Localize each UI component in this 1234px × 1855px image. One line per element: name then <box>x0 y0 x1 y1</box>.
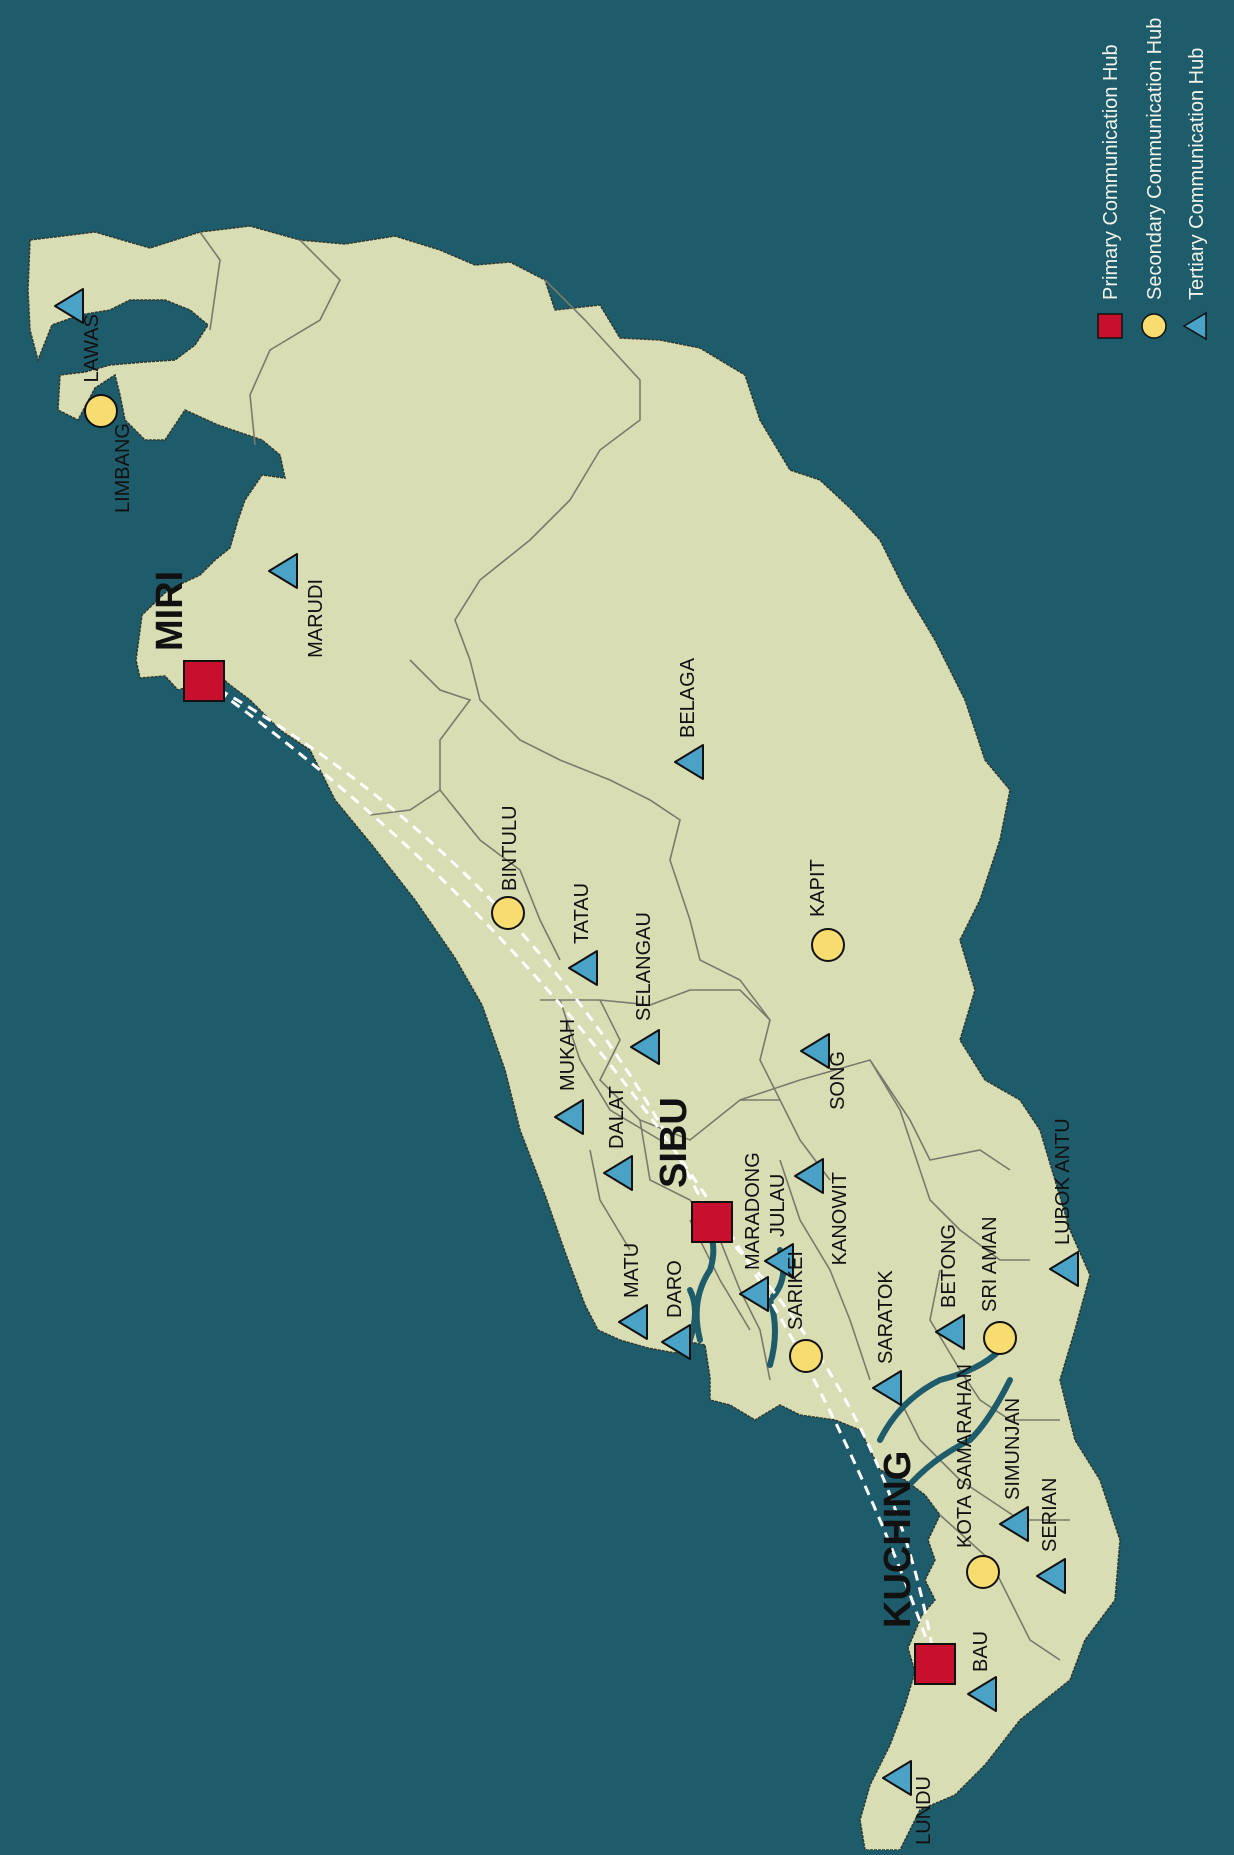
label-simunjan: SIMUNJAN <box>1002 1398 1024 1500</box>
tertiary-hub-lubok-antu <box>1049 1251 1079 1287</box>
tertiary-hub-bau <box>967 1676 997 1712</box>
label-sri-aman: SRI AMAN <box>979 1216 1001 1312</box>
tertiary-hub-serian <box>1036 1558 1066 1594</box>
link-miri-kuching <box>203 679 937 1665</box>
primary-hub-kuching <box>914 1643 956 1685</box>
label-lubok-antu: LUBOK ANTU <box>1052 1118 1074 1245</box>
label-serian: SERIAN <box>1039 1478 1061 1552</box>
label-kuching: KUCHING <box>877 1451 919 1628</box>
label-song: SONG <box>827 1051 849 1110</box>
sarawak-landmass <box>27 225 1121 1851</box>
tertiary-hub-saratok <box>872 1370 902 1406</box>
label-miri: MIRI <box>149 571 191 651</box>
label-tatau: TATAU <box>571 883 593 944</box>
label-kota-samarahan: KOTA SAMARAHAN <box>954 1364 976 1548</box>
label-limbang: LIMBANG <box>112 423 134 513</box>
label-sibu: SIBU <box>653 1097 695 1188</box>
secondary-hub-bintulu <box>491 896 525 930</box>
label-dalat: DALAT <box>606 1086 628 1149</box>
tertiary-hub-julau <box>764 1243 794 1279</box>
label-bintulu: BINTULU <box>499 805 521 891</box>
tertiary-hub-mukah <box>554 1099 584 1135</box>
circle-yellow-icon <box>1141 313 1167 339</box>
tertiary-hub-lundu <box>882 1760 912 1796</box>
secondary-hub-sri-aman <box>983 1321 1017 1355</box>
legend-label: Tertiary Communication Hub <box>1186 48 1208 300</box>
tertiary-hub-marudi <box>268 553 298 589</box>
label-lawas: LAWAS <box>81 314 103 383</box>
label-kanowit: KANOWIT <box>829 1172 851 1265</box>
tertiary-hub-song <box>800 1033 830 1069</box>
label-mukah: MUKAH <box>557 1019 579 1091</box>
secondary-hub-kota-samarahan <box>966 1555 1000 1589</box>
tertiary-hub-matu <box>618 1304 648 1340</box>
secondary-hub-sarikei <box>789 1339 823 1373</box>
tertiary-hub-simunjan <box>999 1506 1029 1542</box>
secondary-hub-kapit <box>811 928 845 962</box>
secondary-hub-limbang <box>84 394 118 428</box>
tertiary-hub-kanowit <box>794 1158 824 1194</box>
division-borders <box>199 231 1070 1661</box>
label-saratok: SARATOK <box>875 1270 897 1364</box>
hub-markers: LAWAS MARUDI BELAGA TATAU SELANGAU MUKAH SONG D… <box>54 288 1079 1845</box>
label-maradong: MARADONG <box>742 1152 764 1270</box>
tertiary-hub-lawas <box>54 288 84 324</box>
tertiary-hub-belaga <box>674 744 704 780</box>
legend-label: Secondary Communication Hub <box>1144 18 1166 300</box>
label-belaga: BELAGA <box>677 657 699 738</box>
tertiary-hub-maradong <box>739 1276 769 1312</box>
label-lundu: LUNDU <box>913 1776 935 1845</box>
legend: Primary Communication Hub Secondary Commu… <box>1097 18 1208 341</box>
tertiary-hub-dalat <box>603 1155 633 1191</box>
label-sarikei: SARIKEI <box>785 1251 807 1330</box>
tertiary-hub-daro <box>661 1324 691 1360</box>
legend-label: Primary Communication Hub <box>1100 44 1122 300</box>
square-red-icon <box>1097 313 1123 339</box>
label-daro: DARO <box>664 1260 686 1318</box>
triangle-blue-icon <box>1182 311 1207 341</box>
tertiary-hub-tatau <box>568 950 598 986</box>
label-kapit: KAPIT <box>807 859 829 917</box>
label-matu: MATU <box>621 1243 643 1298</box>
primary-hub-miri <box>183 660 225 702</box>
label-marudi: MARUDI <box>305 579 327 658</box>
label-betong: BETONG <box>938 1224 960 1308</box>
label-selangau: SELANGAU <box>633 912 655 1021</box>
label-julau: JULAU <box>767 1174 789 1237</box>
map-land <box>27 225 1121 1851</box>
tertiary-hub-selangau <box>630 1029 660 1065</box>
label-bau: BAU <box>970 1631 992 1672</box>
link-sibu-kuching <box>710 1220 937 1665</box>
tertiary-hub-betong <box>935 1314 965 1350</box>
primary-hub-sibu <box>691 1201 733 1243</box>
